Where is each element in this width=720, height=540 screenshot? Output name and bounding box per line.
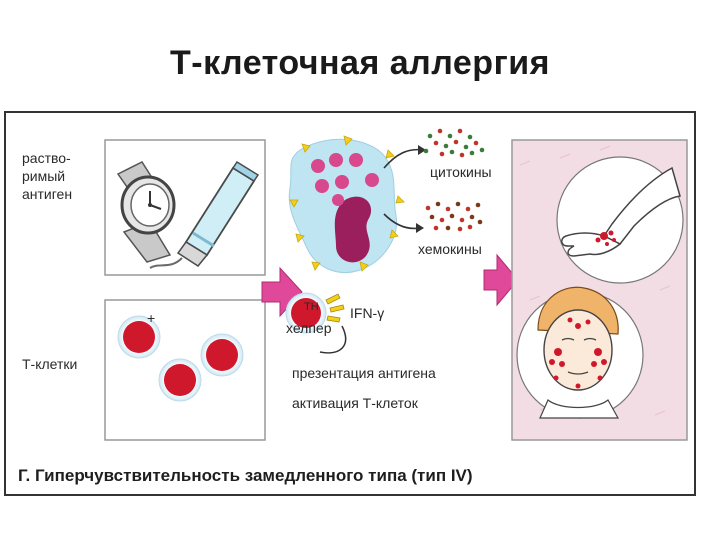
antigen-label: раство- римый антиген — [22, 150, 75, 202]
face-dermatitis-icon — [537, 286, 620, 419]
figure-caption: Г. Гиперчувствительность замедленного ти… — [18, 466, 473, 485]
right-panel — [511, 139, 688, 441]
t-cell — [206, 339, 238, 371]
th-helper-cell — [291, 298, 321, 328]
t-cell — [123, 321, 155, 353]
th-label: ТН — [304, 301, 319, 313]
middle-panel: цитокины хемокины ТН хелпер IFN-γ презен… — [285, 128, 492, 411]
tcell-group: + — [117, 310, 244, 402]
cytokine-dots — [423, 128, 485, 158]
granules — [311, 153, 379, 206]
tcells-label: Т-клетки — [22, 356, 77, 372]
plus-sign: + — [147, 310, 155, 326]
wristwatch-icon — [116, 161, 176, 263]
activation-caption: активация Т-клеток — [292, 395, 419, 411]
left-panel: раство- римый антиген Т-клетки — [22, 139, 266, 441]
chemokines-label: хемокины — [418, 241, 482, 257]
antigen-triangles — [289, 135, 405, 272]
t-cell — [164, 364, 196, 396]
arm-rash-icon — [561, 166, 681, 257]
ifn-gamma-label: IFN-γ — [350, 305, 384, 321]
macrophage-nucleus — [334, 196, 372, 263]
ifn-secretion-icon — [325, 293, 345, 323]
helper-label: хелпер — [286, 320, 332, 336]
ifn-feedback-arrow — [319, 325, 347, 354]
ointment-tube-icon — [149, 160, 260, 269]
arrow-to-right — [483, 253, 519, 307]
presentation-caption: презентация антигена — [292, 365, 436, 381]
slide-title: Т-клеточная аллергия — [170, 44, 550, 82]
cytokines-label: цитокины — [430, 164, 492, 180]
chemokine-dots — [425, 201, 483, 232]
